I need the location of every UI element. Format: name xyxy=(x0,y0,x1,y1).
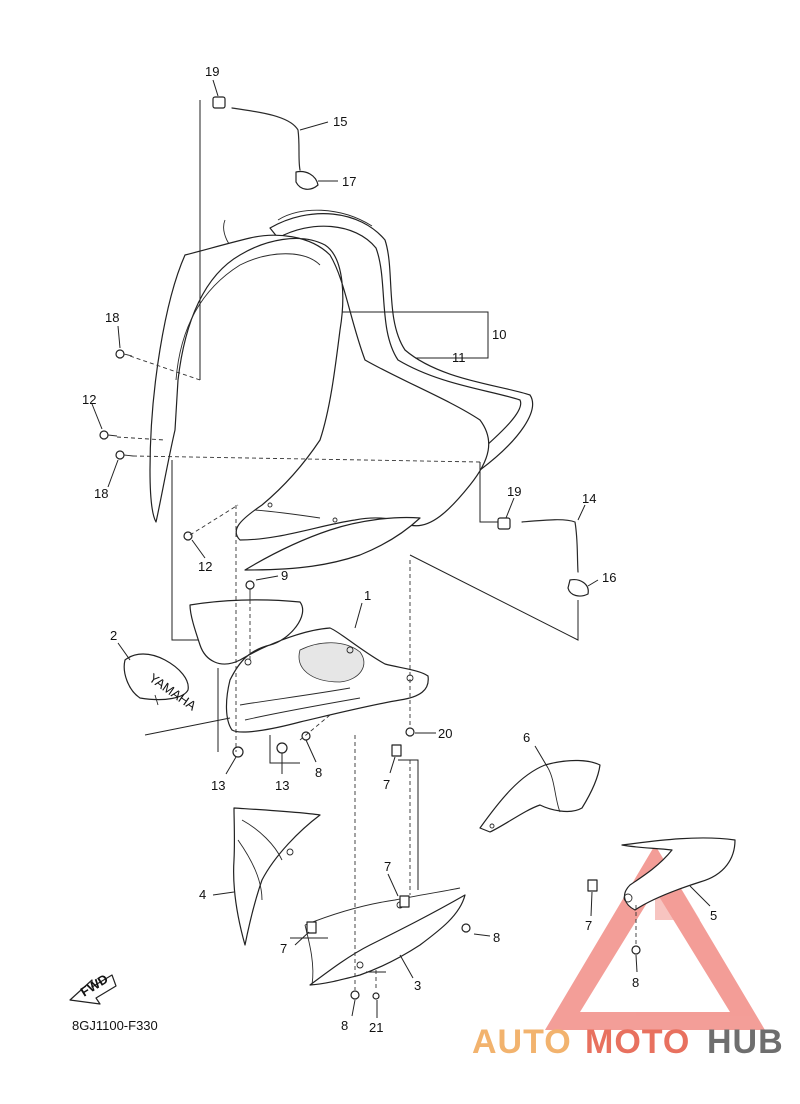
callout-numbers: 19 15 17 10 11 18 12 18 19 14 16 12 9 1 … xyxy=(82,64,717,1035)
callout-10: 10 xyxy=(492,327,506,342)
callout-4: 4 xyxy=(199,887,206,902)
callout-7-upper: 7 xyxy=(383,777,390,792)
part-side-panel-right xyxy=(479,759,601,833)
part-upper-cowling xyxy=(149,234,490,571)
callout-3: 3 xyxy=(414,978,421,993)
callout-18-lower: 18 xyxy=(94,486,108,501)
callout-6: 6 xyxy=(523,730,530,745)
diagram-code: 8GJ1100-F330 xyxy=(72,1018,158,1033)
leader-lines xyxy=(91,79,711,1018)
callout-19-top: 19 xyxy=(205,64,219,79)
part-inner-panel-left xyxy=(233,807,321,946)
fasteners xyxy=(99,349,641,1000)
callout-7-left: 7 xyxy=(280,941,287,956)
watermark-text: AUTO MOTO HUB xyxy=(472,1023,784,1061)
callout-19-right: 19 xyxy=(507,484,521,499)
callout-9: 9 xyxy=(281,568,288,583)
callout-8-right: 8 xyxy=(493,930,500,945)
callout-5: 5 xyxy=(710,908,717,923)
callout-14: 14 xyxy=(582,491,596,506)
callout-21: 21 xyxy=(369,1020,383,1035)
forward-direction-arrow: FWD xyxy=(69,971,117,1005)
part-under-cowl xyxy=(304,887,466,986)
callout-7-middle: 7 xyxy=(384,859,391,874)
callout-20: 20 xyxy=(438,726,452,741)
callout-12-upper: 12 xyxy=(82,392,96,407)
callout-15: 15 xyxy=(333,114,347,129)
part-emblem: YAMAHA xyxy=(123,653,199,714)
callout-11: 11 xyxy=(452,350,466,365)
callout-18-upper: 18 xyxy=(105,310,119,325)
watermark-auto: AUTO xyxy=(472,1023,572,1061)
callout-1: 1 xyxy=(364,588,371,603)
callout-16: 16 xyxy=(602,570,616,585)
callout-17: 17 xyxy=(342,174,356,189)
callout-13-left: 13 xyxy=(211,778,225,793)
part-lower-panel xyxy=(189,599,429,733)
callout-7-right: 7 xyxy=(585,918,592,933)
callout-8-upper: 8 xyxy=(315,765,322,780)
watermark-moto: MOTO xyxy=(585,1023,690,1061)
callout-13-right: 13 xyxy=(275,778,289,793)
bracket-lines xyxy=(144,100,579,973)
watermark-hub: HUB xyxy=(707,1023,784,1061)
callout-8-bottom: 8 xyxy=(341,1018,348,1033)
part-hoses xyxy=(212,96,589,597)
callout-8-far-right: 8 xyxy=(632,975,639,990)
part-side-cover-right xyxy=(621,837,736,911)
callout-2: 2 xyxy=(110,628,117,643)
callout-12-lower: 12 xyxy=(198,559,212,574)
